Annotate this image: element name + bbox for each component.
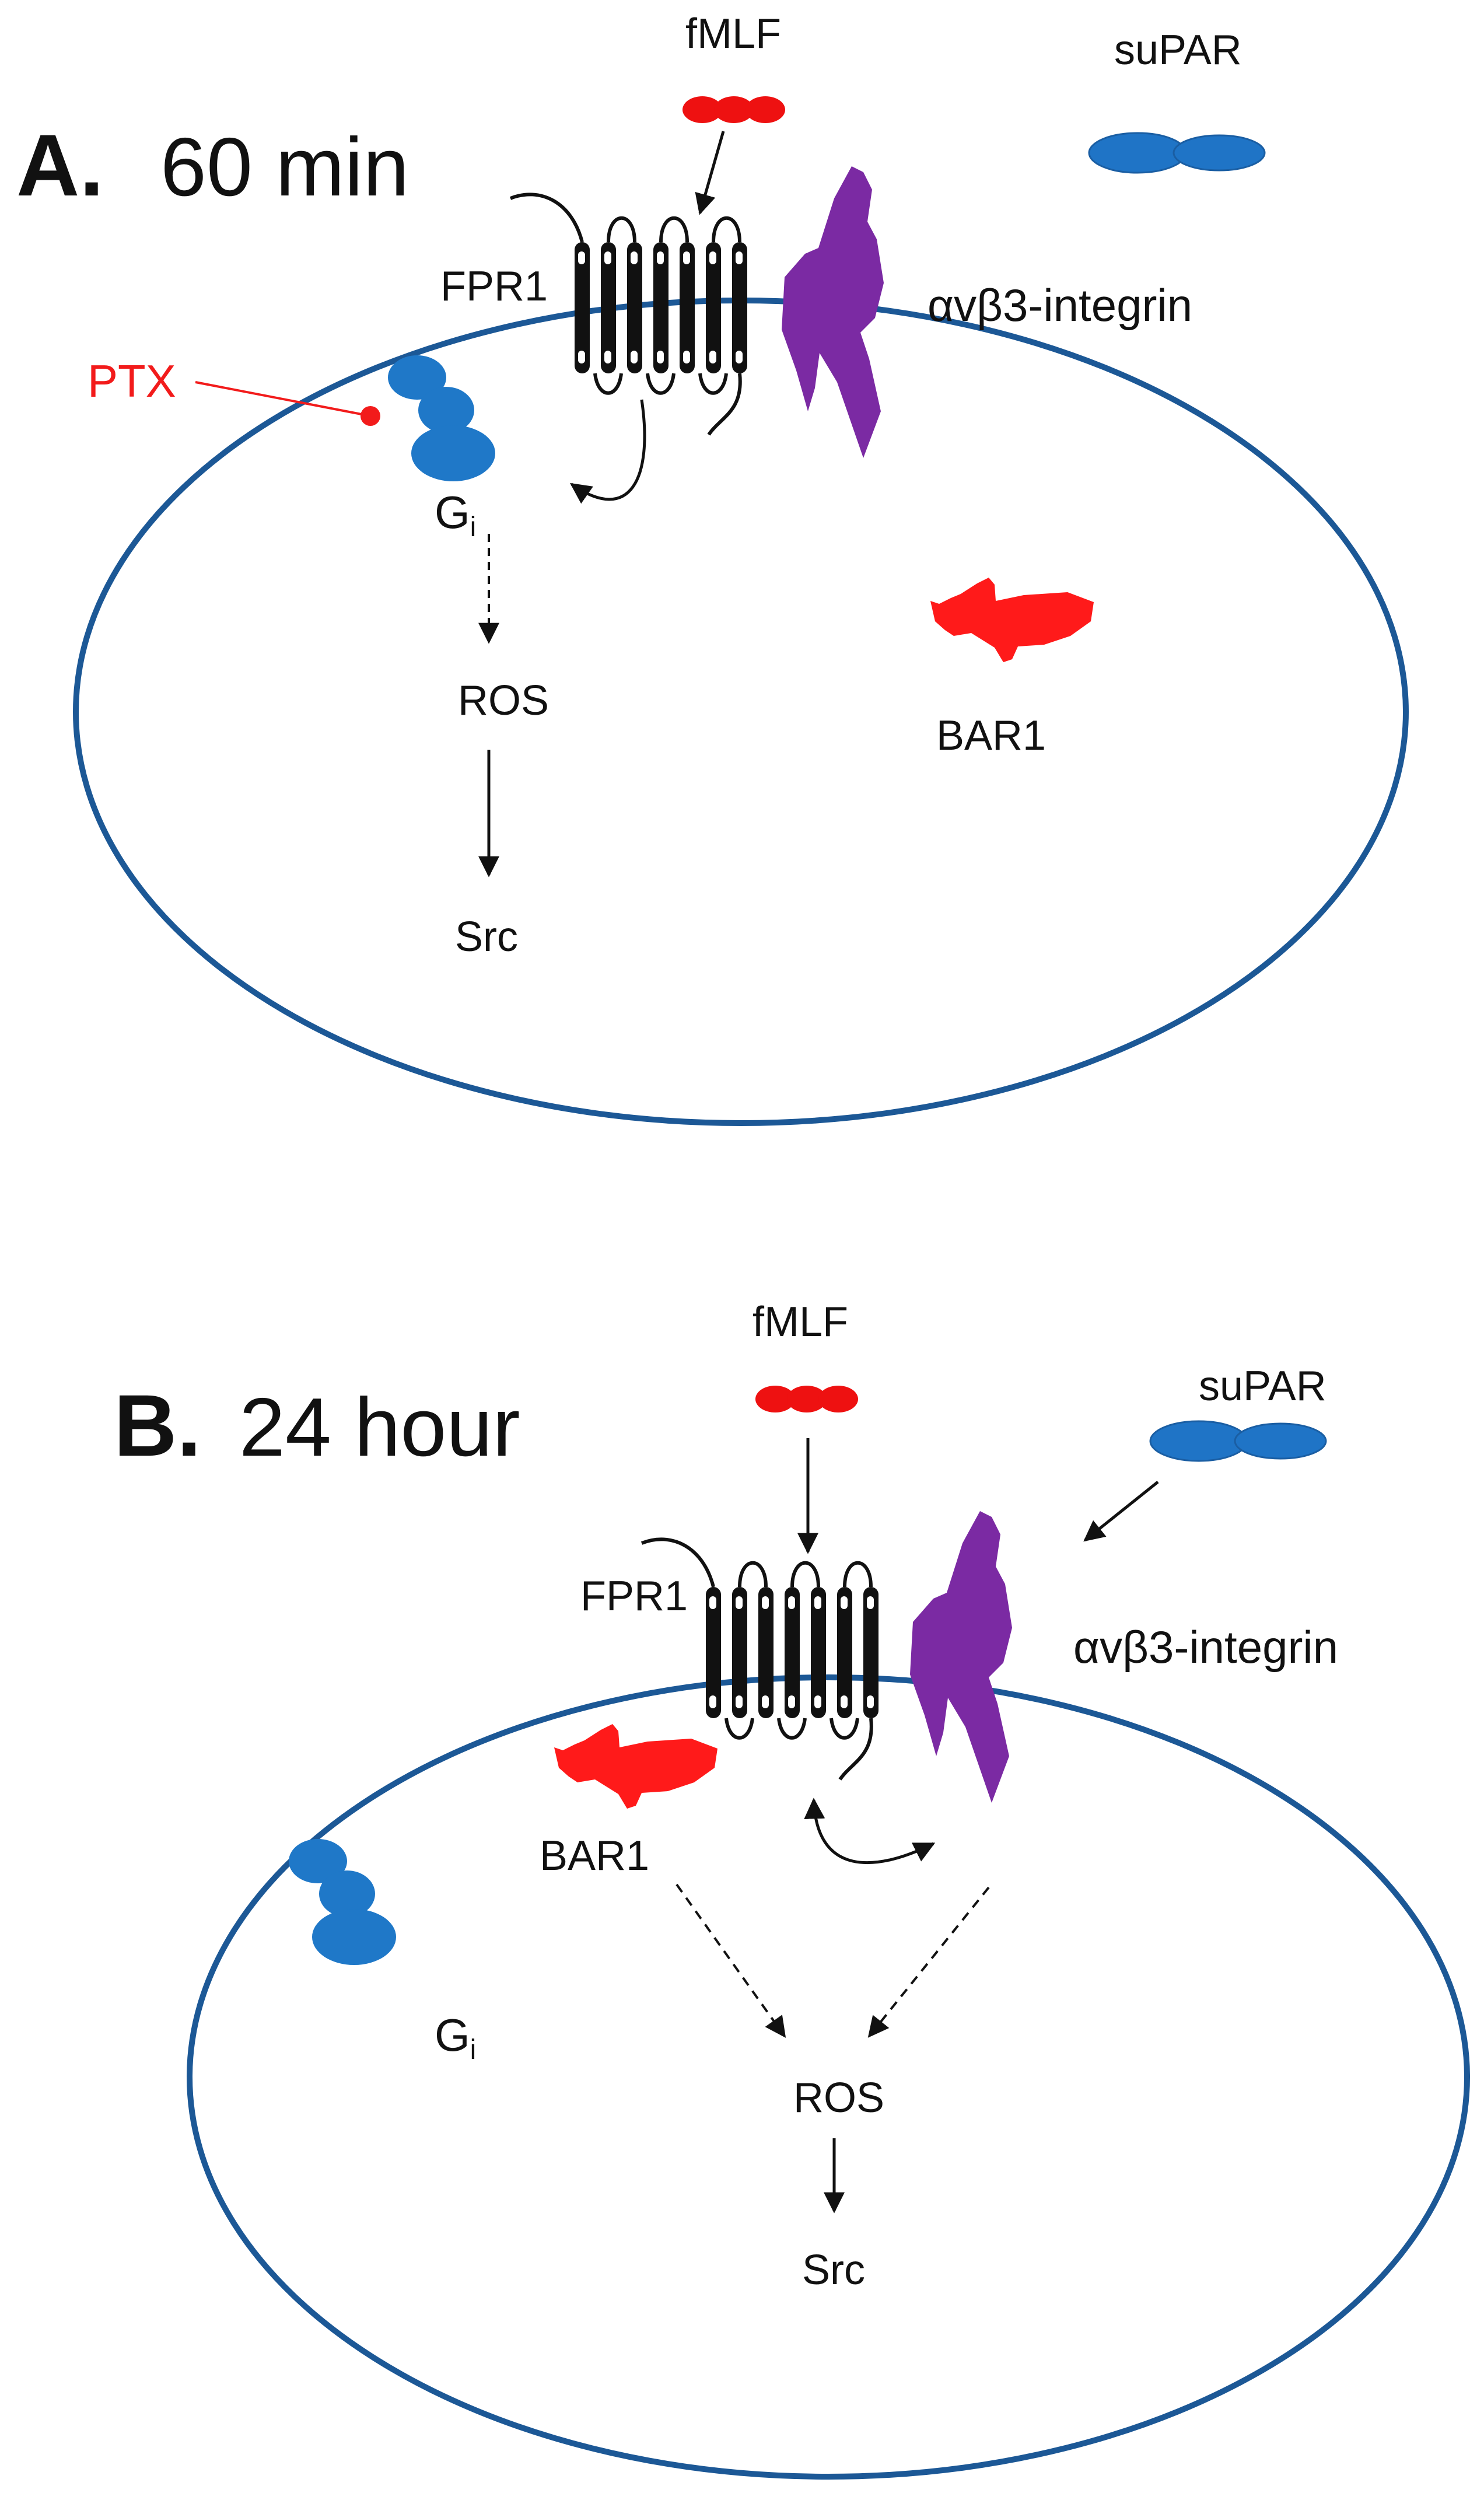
gi-label-a: Gi <box>435 487 476 543</box>
src-label-a: Src <box>455 914 518 960</box>
integrin-label-a: αvβ3-integrin <box>928 279 1192 331</box>
fpr1-integrin-crosstalk-arrow <box>804 1798 936 1865</box>
bar1-icon-b <box>554 1724 718 1809</box>
fpr1-label-b: FPR1 <box>580 1573 688 1620</box>
panel-a: A. 60 min fMLF suPAR FPR1 αvβ3-integrin … <box>16 11 1409 1126</box>
ptx-inhibition-dot <box>360 406 380 426</box>
supar-label-a: suPAR <box>1114 27 1242 74</box>
panel-b-letter: B. <box>114 1376 201 1474</box>
gi-label-b: Gi <box>435 2009 476 2065</box>
integrin-label-b: αvβ3-integrin <box>1073 1621 1338 1673</box>
fpr1-receptor-icon <box>510 194 747 435</box>
g-protein-icon <box>388 355 495 481</box>
panel-a-time: 60 min <box>160 121 409 214</box>
ros-label-a: ROS <box>458 677 549 724</box>
ptx-label: PTX <box>88 355 176 407</box>
cell-membrane-a <box>73 298 1409 1126</box>
bar1-label-b: BAR1 <box>540 1833 649 1879</box>
fmlf-peptide-icon <box>682 96 785 123</box>
src-label-b: Src <box>802 2247 865 2293</box>
supar-icon-b <box>1149 1420 1327 1462</box>
fmlf-label-b: fMLF <box>752 1299 848 1345</box>
fmlf-peptide-icon-b <box>755 1386 858 1412</box>
integrin-icon <box>782 166 884 458</box>
bar1-to-ros-arrow <box>676 1883 786 2038</box>
ptx-inhibition-line <box>195 381 368 417</box>
bar1-label-a: BAR1 <box>936 712 1046 759</box>
bar1-icon <box>930 578 1094 662</box>
supar-label-b: suPAR <box>1199 1363 1326 1410</box>
fmlf-arrow-a <box>695 131 725 215</box>
supar-to-integrin-arrow <box>1083 1481 1159 1542</box>
integrin-to-ros-arrow <box>867 1886 990 2038</box>
panel-b: B. 24 hour fMLF suPAR FPR1 αvβ3-integrin… <box>114 1299 1470 2480</box>
fmlf-label-a: fMLF <box>685 11 781 57</box>
fpr1-to-gi-arrow <box>570 399 646 504</box>
supar-icon <box>1088 132 1266 174</box>
fpr1-label-a: FPR1 <box>440 263 548 310</box>
integrin-icon-b <box>910 1511 1012 1803</box>
g-protein-icon-b <box>289 1839 396 1965</box>
panel-b-time: 24 hour <box>239 1381 520 1474</box>
cell-membrane-b <box>187 1674 1470 2480</box>
ros-label-b: ROS <box>793 2075 884 2121</box>
panel-a-letter: A. <box>16 116 104 214</box>
